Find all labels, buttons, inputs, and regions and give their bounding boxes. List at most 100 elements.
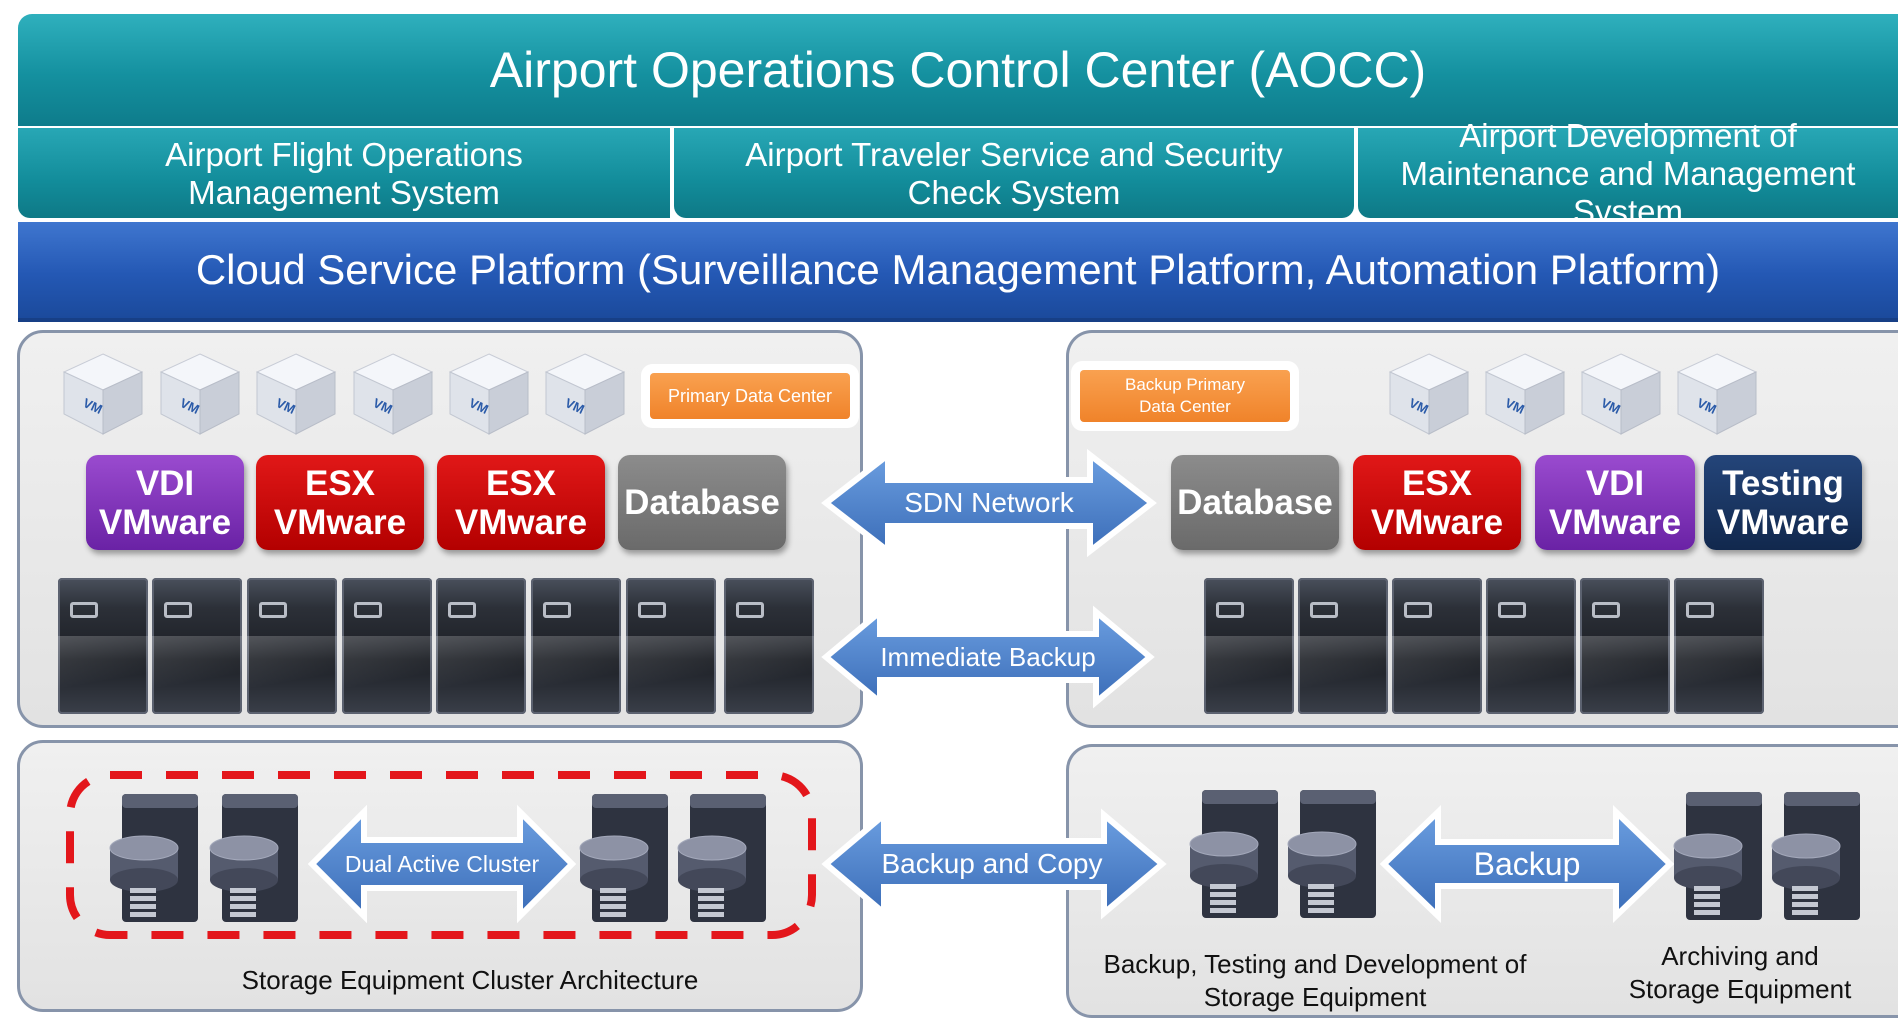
storage-unit-icon [1672, 790, 1764, 922]
svg-text:VM: VM [371, 395, 395, 417]
svg-text:VM: VM [1599, 395, 1623, 417]
storage-unit-icon [108, 792, 200, 924]
sdn-arrow [821, 448, 1157, 558]
cluster-caption: Storage Equipment Cluster Architecture [200, 964, 740, 997]
server-rack-icon [626, 578, 716, 714]
module-name: Testing [1722, 463, 1844, 503]
server-rack-icon [531, 578, 621, 714]
database-module: Database [1171, 455, 1339, 550]
caption-text: Backup, Testing and Development of Stora… [1103, 949, 1527, 1012]
storage-unit-icon [676, 792, 768, 924]
module-platform: VMware [454, 502, 588, 542]
svg-text:VM: VM [1407, 395, 1431, 417]
module-platform: VMware [273, 502, 407, 542]
svg-text:VM: VM [467, 395, 491, 417]
immediate-backup-arrow [821, 605, 1155, 709]
link-label: Immediate Backup [880, 641, 1096, 672]
vm-cube-icon: VM [1482, 350, 1568, 436]
svg-text:VM: VM [563, 395, 587, 417]
dual-active-label: Dual Active Cluster [322, 843, 562, 885]
server-rack-icon [1392, 578, 1482, 714]
storage-unit-icon [1770, 790, 1862, 922]
backup-copy-arrow [821, 808, 1167, 920]
server-rack-icon [1298, 578, 1388, 714]
server-rack-icon [1486, 578, 1576, 714]
module-name: VDI [1585, 463, 1645, 503]
system-label: Airport Traveler Service and Security Ch… [745, 136, 1283, 211]
backup-label: Backup [1438, 842, 1616, 886]
aocc-title: Airport Operations Control Center (AOCC) [489, 42, 1427, 98]
module-name: ESX [485, 463, 557, 503]
badge-label: Backup Primary Data Center [1125, 375, 1245, 416]
server-rack-icon [342, 578, 432, 714]
platform-label: Cloud Service Platform (Surveillance Man… [195, 246, 1721, 293]
cloud-service-platform: Cloud Service Platform (Surveillance Man… [18, 222, 1898, 322]
module-name: ESX [304, 463, 376, 503]
server-rack-icon [247, 578, 337, 714]
svg-text:VM: VM [274, 395, 298, 417]
backup-arrow [1379, 804, 1675, 924]
dual-active-arrow [307, 804, 577, 924]
esx-vmware-module: ESX VMware [1353, 455, 1521, 550]
server-rack-icon [724, 578, 814, 714]
module-name: Database [624, 483, 780, 522]
archive-caption: Archiving and Storage Equipment [1620, 940, 1860, 1006]
system-flight-operations: Airport Flight Operations Management Sys… [18, 128, 670, 218]
server-rack-icon [1204, 578, 1294, 714]
vm-cube-icon: VM [1386, 350, 1472, 436]
backup-storage-caption: Backup, Testing and Development of Stora… [1100, 948, 1530, 1014]
system-label: Airport Flight Operations Management Sys… [165, 136, 523, 211]
module-name: VDI [135, 463, 195, 503]
storage-unit-icon [1286, 788, 1378, 920]
vm-cube-icon: VM [1578, 350, 1664, 436]
primary-data-center-badge: Primary Data Center [650, 373, 850, 419]
esx-vmware-module: ESX VMware [437, 455, 605, 550]
caption-text: Archiving and Storage Equipment [1628, 941, 1852, 1004]
svg-text:VM: VM [81, 395, 105, 417]
server-rack-icon [1674, 578, 1764, 714]
module-name: Database [1177, 483, 1333, 522]
svg-text:VM: VM [178, 395, 202, 417]
svg-text:VM: VM [1503, 395, 1527, 417]
vm-cube-icon: VM [1674, 350, 1760, 436]
vm-cube-icon: VM [60, 350, 146, 436]
link-label: SDN Network [904, 487, 1074, 518]
system-label: Airport Development of Maintenance and M… [1400, 117, 1856, 230]
server-rack-icon [58, 578, 148, 714]
backup-copy-label: Backup and Copy [870, 843, 1114, 885]
svg-text:VM: VM [1695, 395, 1719, 417]
server-rack-icon [1580, 578, 1670, 714]
module-name: ESX [1401, 463, 1473, 503]
system-traveler-security: Airport Traveler Service and Security Ch… [674, 128, 1354, 218]
caption-text: Storage Equipment Cluster Architecture [241, 965, 699, 995]
storage-unit-icon [1188, 788, 1280, 920]
vm-cube-icon: VM [446, 350, 532, 436]
module-platform: VMware [1548, 502, 1682, 542]
database-module: Database [618, 455, 786, 550]
link-label: Backup and Copy [881, 848, 1103, 879]
module-platform: VMware [98, 502, 232, 542]
sdn-network-label: SDN Network [880, 482, 1098, 524]
vm-cube-icon: VM [157, 350, 243, 436]
vm-cube-icon: VM [253, 350, 339, 436]
aocc-banner: Airport Operations Control Center (AOCC) [18, 14, 1898, 126]
backup-data-center-badge: Backup Primary Data Center [1080, 370, 1290, 422]
badge-label: Primary Data Center [667, 385, 833, 406]
module-platform: VMware [1370, 502, 1504, 542]
vdi-vmware-module: VDI VMware [1535, 455, 1695, 550]
esx-vmware-module: ESX VMware [256, 455, 424, 550]
storage-unit-icon [578, 792, 670, 924]
cluster-dashed-outline [66, 771, 816, 939]
link-label: Dual Active Cluster [344, 850, 540, 877]
link-label: Backup [1473, 845, 1581, 882]
vm-cube-icon: VM [350, 350, 436, 436]
server-rack-icon [152, 578, 242, 714]
testing-vmware-module: Testing VMware [1704, 455, 1862, 550]
server-rack-icon [436, 578, 526, 714]
vdi-vmware-module: VDI VMware [86, 455, 244, 550]
vm-cube-icon: VM [542, 350, 628, 436]
immediate-backup-label: Immediate Backup [868, 636, 1108, 678]
system-maintenance: Airport Development of Maintenance and M… [1358, 117, 1898, 230]
storage-unit-icon [208, 792, 300, 924]
